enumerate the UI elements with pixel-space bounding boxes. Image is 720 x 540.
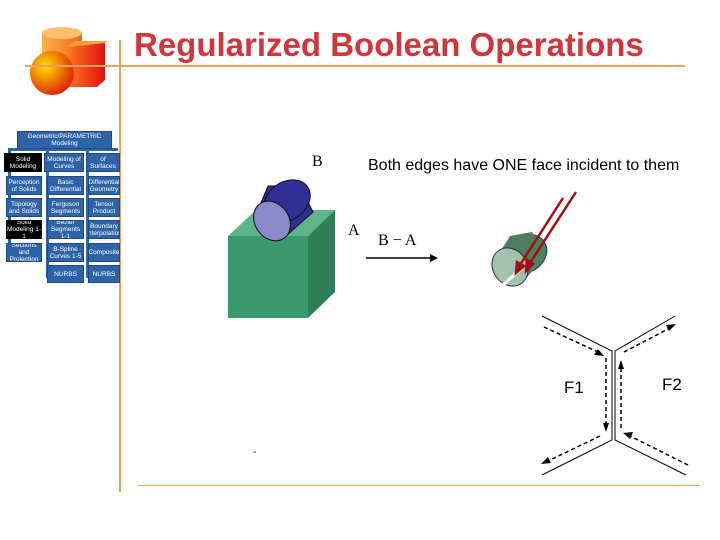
edge-face-diagram (541, 315, 689, 476)
nav-solid-modeling[interactable]: Solid Modeling (4, 153, 42, 172)
cylinder-b (253, 179, 314, 242)
slide-title: Regularized Boolean Operations (134, 26, 644, 63)
nav-bezier-segments[interactable]: Bezier Segments 1-1 (47, 220, 84, 239)
nav-boundary-interpolation[interactable]: Boundary Interpolation (88, 220, 120, 239)
nav-ferguson-segments[interactable]: Ferguson Segments (47, 198, 84, 217)
operation-arrow (366, 254, 438, 262)
caption-text: Both edges have ONE face incident to the… (368, 157, 680, 174)
label-b: B (312, 153, 323, 170)
boolean-diagram (228, 179, 578, 318)
nav-sections-and-projection[interactable]: Sections and Projection (6, 243, 42, 262)
nav-topology-and-solids[interactable]: Topology and Solids (6, 198, 42, 217)
nav-composite[interactable]: Composite (88, 243, 120, 262)
bottom-line (138, 485, 700, 486)
stray-dash: - (253, 447, 257, 458)
title-underline (25, 65, 685, 67)
nav-of-surfaces[interactable]: of Surfaces (86, 153, 120, 172)
nav-differential-geometry[interactable]: Differential Geometry (88, 176, 120, 195)
nav-geometric-modeling[interactable]: Geometric/PARAMETRIC Modeling (17, 131, 112, 149)
label-a: A (348, 222, 360, 239)
nav-modeling-of-curves[interactable]: Modeling of Curves (44, 153, 84, 172)
nav-solid-modeling-1-1[interactable]: Solid Modeling 1-1 (6, 220, 42, 239)
label-b-minus-a: B − A (378, 232, 417, 249)
nav-basic-differential[interactable]: Basic Differential (47, 176, 84, 195)
nav-b-spline-curves[interactable]: B-Spline Curves 1-5 (47, 243, 84, 262)
vertical-divider (119, 40, 121, 492)
face-label-f1: F1 (564, 378, 584, 397)
solids-logo (30, 27, 107, 95)
nav-nurbs-curves[interactable]: NURBS (47, 265, 84, 283)
face-label-f2: F2 (662, 375, 682, 394)
result-cylinder (491, 232, 548, 287)
nav-tensor-product[interactable]: Tensor Product (88, 198, 120, 217)
nav-perception-of-solids[interactable]: Perception of Solids (6, 176, 42, 195)
edge-arrows (514, 191, 578, 276)
nav-nurbs-surfaces[interactable]: NURBS (88, 265, 120, 283)
